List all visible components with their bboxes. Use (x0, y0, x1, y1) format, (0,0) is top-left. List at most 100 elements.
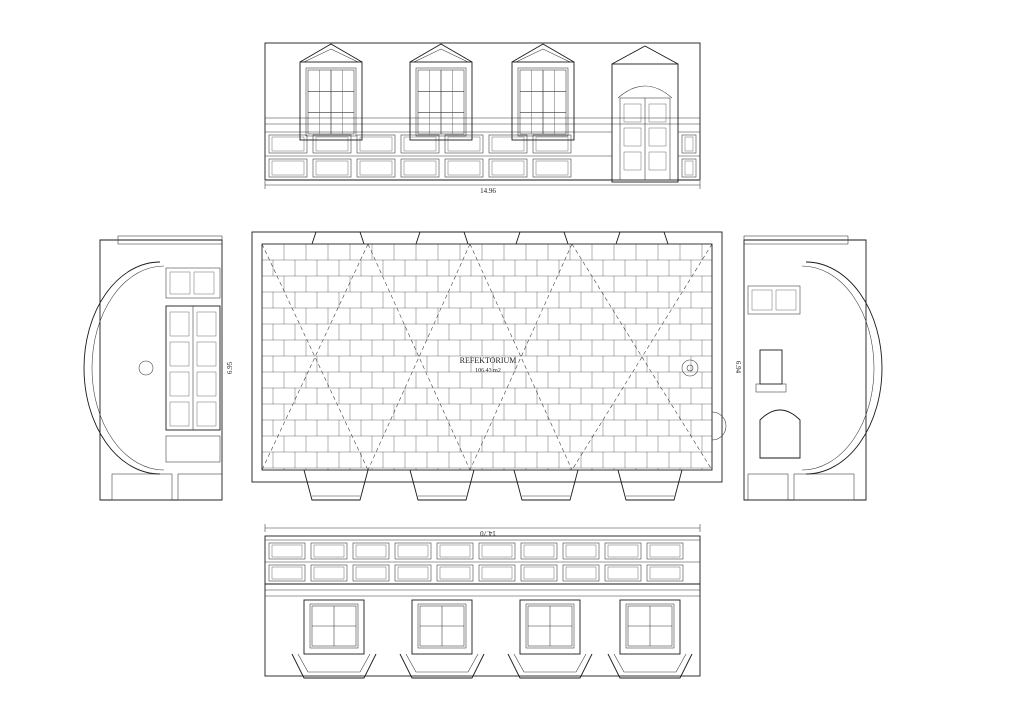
vault-rib-projection (571, 243, 713, 471)
wainscot-panel (444, 158, 484, 178)
east-cornice (743, 235, 849, 245)
wainscot-panel (310, 542, 348, 560)
cupboard-panel (169, 311, 190, 337)
window-surround (619, 599, 681, 655)
west-lower-cabinet (165, 435, 221, 463)
wainscot-panel (520, 564, 558, 582)
west-width-label: 6.95 (226, 361, 234, 374)
wainscot-panel-inner (359, 136, 393, 152)
window-surround (519, 599, 581, 655)
wainscot-panel (352, 542, 390, 560)
wainscot-panel (312, 134, 352, 154)
cupboard-panel (196, 371, 217, 397)
wainscot-panel-inner (565, 544, 597, 558)
plan-window-niche (311, 231, 365, 245)
door-panel (623, 103, 642, 123)
north-length-label: 14.96 (480, 187, 496, 195)
door-fanlight (617, 85, 673, 99)
wainscot-panel-inner (439, 544, 471, 558)
wainscot-panel-inner (491, 160, 525, 176)
window-bay-reveal (399, 653, 485, 679)
window-surround (511, 61, 575, 141)
vault-rib-projection (571, 243, 713, 471)
cabinet-panel (169, 271, 191, 295)
door-panel (648, 151, 667, 171)
south-wall-outline (264, 535, 701, 677)
wainscot-panel-inner (397, 566, 429, 580)
east-wall-outline (743, 239, 867, 501)
west-base-panel (111, 473, 173, 501)
wainscot-panel (646, 564, 684, 582)
plan-window-bay (303, 469, 369, 501)
wainscot-panel-inner (403, 136, 437, 152)
wainscot-panel (681, 134, 697, 154)
window-surround (303, 599, 365, 655)
window-frame (415, 67, 467, 137)
plan-window-niche (515, 231, 569, 245)
wainscot-panel-inner (684, 136, 694, 152)
plan-window-bay (513, 469, 579, 501)
floor-plan (251, 231, 727, 501)
south-wall-elevation (264, 524, 701, 679)
plan-outer-wall (251, 231, 723, 483)
wainscot-panel-inner (447, 136, 481, 152)
window-bay-reveal (297, 653, 371, 673)
wainscot-panel (478, 542, 516, 560)
window-surround (411, 599, 473, 655)
wainscot-panel-inner (403, 160, 437, 176)
west-vault-arch (83, 261, 161, 475)
west-cornice (117, 235, 223, 245)
east-width-label: 6.94 (734, 361, 742, 374)
wainscot-panel (356, 134, 396, 154)
window-bay-reveal (507, 653, 593, 679)
wainscot-panel (604, 564, 642, 582)
window-surround (299, 61, 363, 141)
wainscot-panel (352, 564, 390, 582)
door-panel (648, 127, 667, 147)
wainscot-panel-inner (565, 566, 597, 580)
wainscot-panel (562, 564, 600, 582)
east-upper-cabinet (747, 285, 801, 315)
window-pediment (515, 48, 571, 63)
window-bay-reveal (613, 653, 687, 673)
plan-stove (686, 364, 694, 372)
cabinet-panel (751, 289, 773, 311)
wainscot-panel-inner (359, 160, 393, 176)
window-frame (417, 603, 467, 649)
wainscot-panel (394, 542, 432, 560)
wainscot-panel-inner (523, 544, 555, 558)
east-base-panel (747, 473, 789, 501)
wainscot-panel (532, 134, 572, 154)
window-frame (305, 67, 357, 137)
wainscot-panel (488, 134, 528, 154)
wainscot-panel (400, 134, 440, 154)
wainscot-panel-inner (355, 566, 387, 580)
wainscot-panel (394, 564, 432, 582)
window-frame (625, 603, 675, 649)
wainscot-panel (562, 542, 600, 560)
wainscot-panel-inner (315, 160, 349, 176)
south-length-label: 14.70 (480, 529, 496, 537)
window-surround (409, 61, 473, 141)
east-base-panel (793, 473, 855, 501)
window-pediment (303, 48, 359, 63)
wainscot-panel-inner (649, 566, 681, 580)
wainscot-panel-inner (271, 544, 303, 558)
wainscot-panel-inner (607, 566, 639, 580)
wainscot-panel-inner (439, 566, 471, 580)
wainscot-panel-inner (271, 136, 305, 152)
east-niche (759, 409, 801, 459)
wainscot-panel-inner (535, 136, 569, 152)
plan-stove (681, 359, 699, 377)
cupboard-panel (169, 341, 190, 367)
west-upper-cabinet (165, 267, 221, 299)
wainscot-panel-inner (535, 160, 569, 176)
plan-window-bay (617, 469, 683, 501)
wainscot-panel-inner (313, 544, 345, 558)
wainscot-panel (268, 158, 308, 178)
wainscot-panel-inner (481, 544, 513, 558)
door-panel (648, 103, 667, 123)
window-frame (517, 67, 569, 137)
wainscot-panel-inner (271, 160, 305, 176)
